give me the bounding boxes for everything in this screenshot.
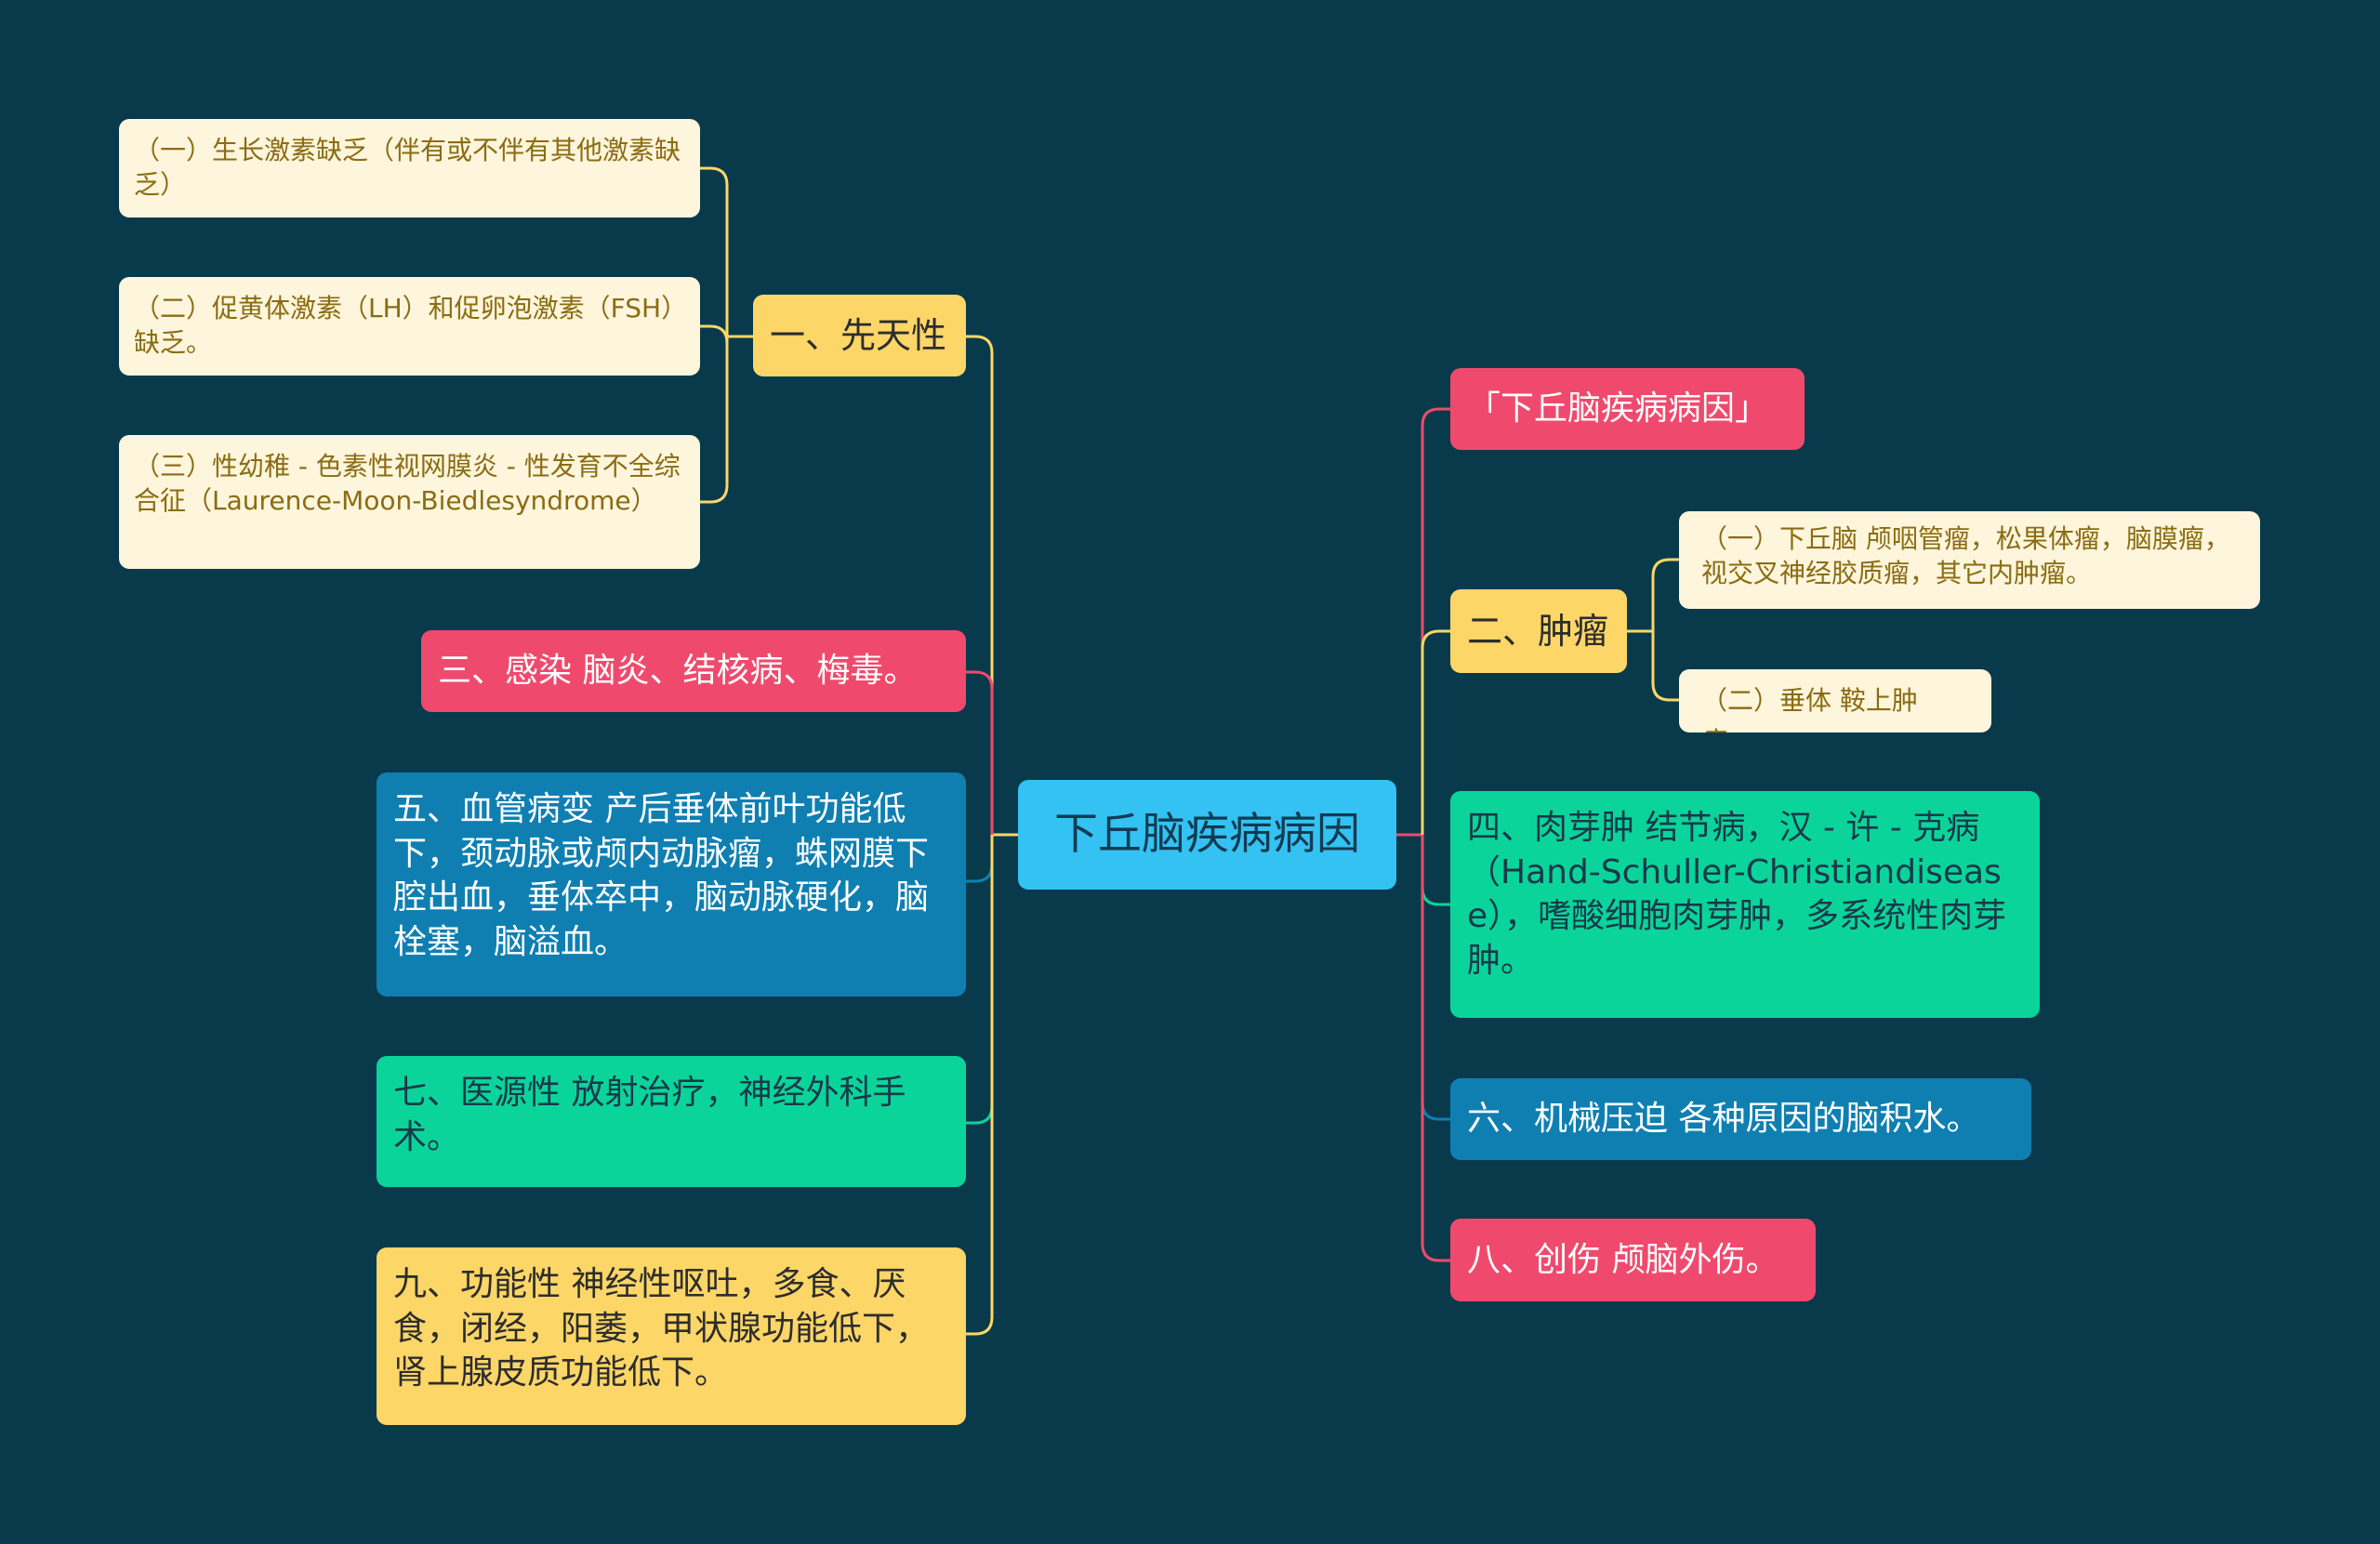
branch-iatrogenic[interactable]: 七、医源性 放射治疗，神经外科手术。 — [377, 1056, 966, 1187]
central-topic[interactable]: 下丘脑疾病病因 — [1018, 780, 1396, 890]
tumor-child-2[interactable]: （二）垂体 鞍上肿瘤。 — [1679, 669, 1991, 732]
branch-granuloma[interactable]: 四、肉芽肿 结节病，汉 - 许 - 克病（Hand-Schuller-Chris… — [1450, 791, 2040, 1018]
congenital-child-2[interactable]: （二）促黄体激素（LH）和促卵泡激素（FSH）缺乏。 — [119, 277, 700, 376]
branch-congenital[interactable]: 一、先天性 — [753, 295, 966, 376]
branch-compression[interactable]: 六、机械压迫 各种原因的脑积水。 — [1450, 1078, 2031, 1160]
summary-tag[interactable]: 「下丘脑疾病病因」 — [1450, 368, 1805, 450]
branch-infection[interactable]: 三、感染 脑炎、结核病、梅毒。 — [421, 630, 966, 712]
branch-trauma[interactable]: 八、创伤 颅脑外伤。 — [1450, 1219, 1816, 1301]
congenital-child-3[interactable]: （三）性幼稚 - 色素性视网膜炎 - 性发育不全综合征（Laurence-Moo… — [119, 435, 700, 569]
branch-tumor[interactable]: 二、肿瘤 — [1450, 589, 1627, 673]
congenital-child-1[interactable]: （一）生长激素缺乏（伴有或不伴有其他激素缺乏） — [119, 119, 700, 218]
branch-functional[interactable]: 九、功能性 神经性呕吐，多食、厌食，闭经，阳萎，甲状腺功能低下，肾上腺皮质功能低… — [377, 1247, 966, 1425]
branch-vascular[interactable]: 五、血管病变 产后垂体前叶功能低下，颈动脉或颅内动脉瘤，蛛网膜下腔出血，垂体卒中… — [377, 772, 966, 996]
tumor-child-1[interactable]: （一）下丘脑 颅咽管瘤，松果体瘤，脑膜瘤，视交叉神经胶质瘤，其它内肿瘤。 — [1679, 511, 2260, 609]
